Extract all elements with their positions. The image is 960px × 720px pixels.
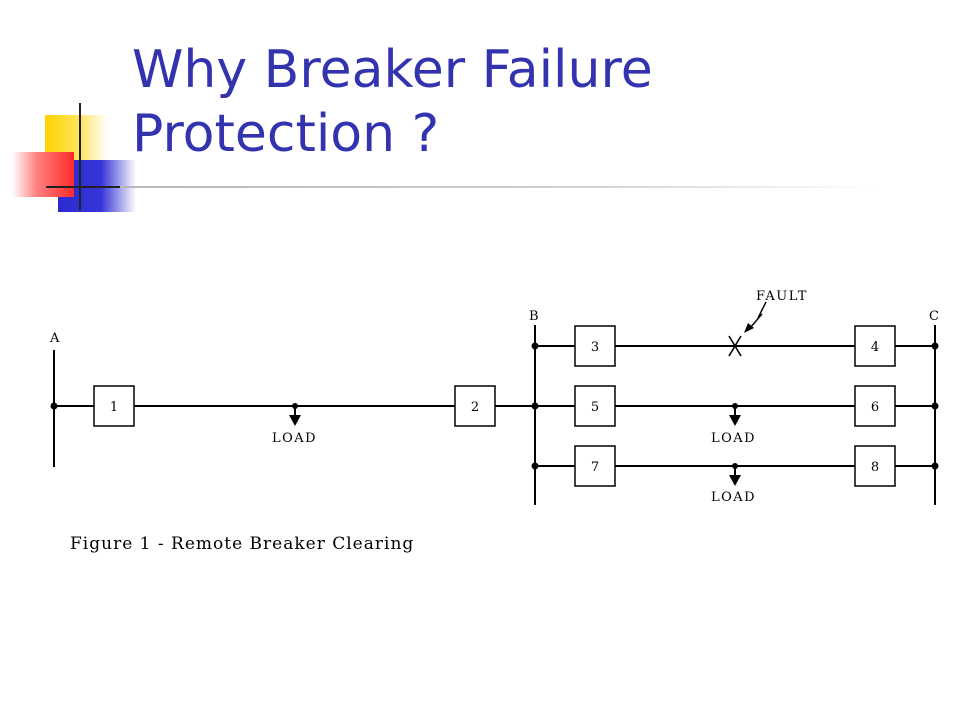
bus-b-label: B (529, 309, 539, 324)
breaker-label: 5 (591, 400, 599, 415)
breaker-7: 7 (574, 445, 616, 487)
junction-dot (931, 462, 939, 470)
junction-dot (931, 402, 939, 410)
junction-dot (50, 402, 58, 410)
breaker-label: 2 (471, 400, 479, 415)
title-line-1: Why Breaker Failure (132, 40, 653, 100)
breaker-box (854, 385, 896, 427)
breaker-label: 7 (591, 460, 599, 475)
fault-label: FAULT (756, 289, 808, 304)
title-underline (120, 186, 880, 188)
load-label: LOAD (711, 490, 756, 505)
breaker-label: 8 (871, 460, 879, 475)
fault-x-icon (728, 335, 742, 357)
breaker-box (854, 325, 896, 367)
junction-dot (531, 462, 539, 470)
breaker-box (93, 385, 135, 427)
breaker-box (574, 445, 616, 487)
breaker-4: 4 (854, 325, 896, 367)
junction-dot (531, 402, 539, 410)
fault-lightning-icon (744, 301, 767, 333)
breaker-box (574, 385, 616, 427)
load-arrow-icon (729, 466, 741, 486)
junction-dot (531, 342, 539, 350)
decor-horizontal-line (46, 186, 166, 188)
breaker-box (854, 445, 896, 487)
breaker-label: 6 (871, 400, 879, 415)
breaker-8: 8 (854, 445, 896, 487)
decor-vertical-line (79, 103, 81, 210)
decor-red-square (12, 152, 74, 197)
breaker-box (454, 385, 496, 427)
breaker-label: 3 (591, 340, 599, 355)
breaker-2: 2 (454, 385, 496, 427)
breaker-3: 3 (574, 325, 616, 367)
load-label: LOAD (272, 431, 317, 446)
junction-dot (931, 342, 939, 350)
breaker-label: 4 (871, 340, 879, 355)
slide-title: Why Breaker Failure Protection ? (132, 38, 653, 166)
breaker-6: 6 (854, 385, 896, 427)
title-line-2: Protection ? (132, 104, 440, 164)
load-label: LOAD (711, 431, 756, 446)
bus-a-label: A (49, 331, 60, 346)
breaker-label: 1 (110, 400, 118, 415)
bus-c-label: C (929, 309, 939, 324)
breaker-1: 1 (93, 385, 135, 427)
load-arrow-icon (729, 406, 741, 426)
load-arrow-icon (289, 406, 301, 426)
breaker-5: 5 (574, 385, 616, 427)
figure-caption: Figure 1 - Remote Breaker Clearing (70, 534, 415, 554)
breaker-box (574, 325, 616, 367)
